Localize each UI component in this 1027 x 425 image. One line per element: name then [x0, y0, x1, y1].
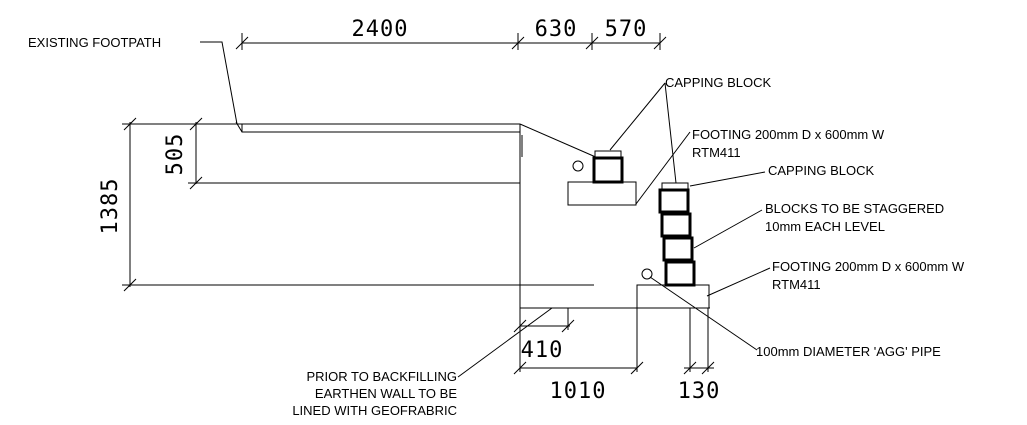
upper-footing	[567, 150, 637, 206]
label-capping-block-2: CAPPING BLOCK	[768, 163, 875, 178]
label-agg-pipe: 100mm DIAMETER 'AGG' PIPE	[756, 344, 941, 359]
wall-block-1	[658, 188, 690, 214]
upper-agg-pipe	[572, 160, 584, 172]
label-footing-1-line2: RTM411	[692, 145, 741, 160]
dim-570: 570	[605, 17, 648, 42]
bottom-dimensions: 410 1010 130	[513, 308, 721, 404]
dim-410: 410	[521, 338, 564, 363]
existing-footpath: EXISTING FOOTPATH	[28, 35, 599, 159]
annotations: CAPPING BLOCK FOOTING 200mm D x 600mm W …	[292, 75, 965, 418]
top-dimension-chain: 2400 630 570	[235, 17, 667, 50]
lower-block-wall	[636, 182, 710, 309]
label-backfill-line3: LINED WITH GEOFRABRIC	[292, 403, 457, 418]
label-existing-footpath: EXISTING FOOTPATH	[28, 35, 161, 50]
label-backfill-line1: PRIOR TO BACKFILLING	[306, 369, 457, 384]
upper-block	[592, 156, 624, 184]
label-capping-block-1: CAPPING BLOCK	[665, 75, 772, 90]
dim-505: 505	[163, 133, 188, 176]
wall-block-3	[662, 236, 694, 262]
dim-1385: 1385	[98, 178, 123, 235]
label-backfill-line2: EARTHEN WALL TO BE	[315, 386, 457, 401]
lower-agg-pipe	[641, 268, 653, 280]
wall-block-2	[660, 212, 692, 238]
wall-block-4	[664, 260, 696, 287]
upper-footing-slab	[567, 181, 637, 206]
label-footing-1-line1: FOOTING 200mm D x 600mm W	[692, 127, 885, 142]
dim-130: 130	[678, 379, 721, 404]
label-blocks-staggered-line2: 10mm EACH LEVEL	[765, 219, 885, 234]
label-blocks-staggered-line1: BLOCKS TO BE STAGGERED	[765, 201, 944, 216]
dim-630: 630	[535, 17, 578, 42]
dim-2400: 2400	[352, 17, 409, 42]
label-footing-2-line2: RTM411	[772, 277, 821, 292]
dim-1010: 1010	[550, 379, 607, 404]
label-footing-2-line1: FOOTING 200mm D x 600mm W	[772, 259, 965, 274]
lower-footing-slab	[636, 284, 710, 309]
left-dimensions: 505 1385	[98, 117, 594, 292]
